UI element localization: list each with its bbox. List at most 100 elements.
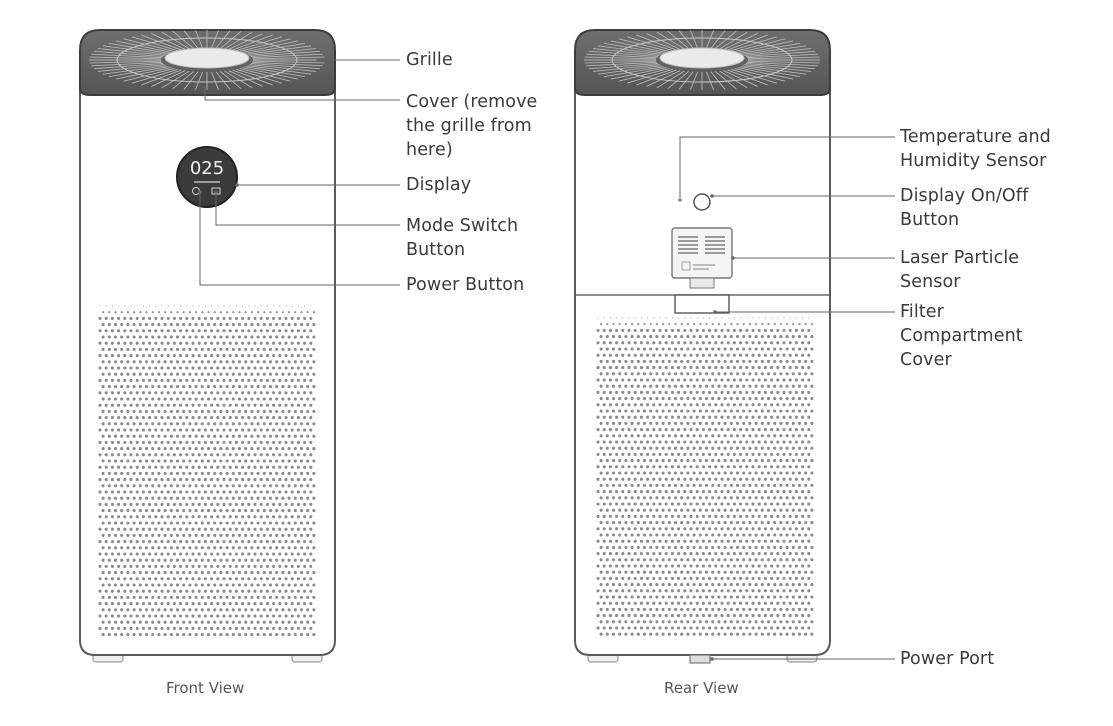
intake-dot bbox=[763, 415, 767, 419]
intake-dot bbox=[633, 390, 637, 394]
intake-dot bbox=[281, 509, 285, 513]
intake-dot bbox=[188, 397, 192, 401]
intake-dot bbox=[253, 564, 257, 568]
grille-ray bbox=[89, 56, 162, 60]
intake-dot bbox=[664, 552, 668, 556]
intake-dot bbox=[104, 329, 108, 333]
intake-dot bbox=[763, 452, 767, 456]
intake-dot bbox=[278, 341, 282, 345]
intake-dot bbox=[281, 608, 285, 612]
intake-dot bbox=[222, 577, 226, 581]
intake-dot bbox=[599, 595, 603, 599]
intake-dot bbox=[191, 564, 195, 568]
grille-ray bbox=[224, 70, 253, 89]
intake-dot bbox=[197, 316, 201, 320]
intake-dot bbox=[599, 521, 603, 525]
intake-dot bbox=[253, 465, 257, 469]
intake-dot bbox=[213, 583, 217, 587]
intake-dot bbox=[185, 403, 189, 407]
intake-dot bbox=[256, 360, 260, 364]
intake-dot bbox=[618, 607, 622, 611]
intake-dot bbox=[203, 378, 207, 382]
intake-dot bbox=[219, 471, 223, 475]
intake-dot bbox=[129, 502, 133, 506]
intake-dot bbox=[794, 527, 798, 531]
intake-dot bbox=[179, 552, 183, 556]
intake-dot bbox=[157, 385, 161, 389]
intake-dot bbox=[661, 570, 665, 574]
intake-dot bbox=[98, 403, 102, 407]
intake-dot bbox=[748, 558, 752, 562]
intake-dot bbox=[281, 558, 285, 562]
intake-dot bbox=[247, 478, 251, 482]
intake-dot bbox=[241, 564, 245, 568]
intake-dot bbox=[810, 372, 814, 376]
intake-dot bbox=[234, 416, 238, 420]
intake-dot bbox=[633, 341, 637, 345]
intake-dot bbox=[692, 508, 696, 512]
intake-dot bbox=[804, 372, 808, 376]
sensor-vent bbox=[678, 248, 698, 250]
intake-dot bbox=[265, 577, 269, 581]
intake-dot bbox=[175, 459, 180, 463]
grille-ray bbox=[252, 53, 323, 59]
intake-dot bbox=[175, 595, 180, 599]
intake-dot bbox=[101, 434, 105, 438]
intake-dot bbox=[206, 620, 211, 624]
intake-dot bbox=[290, 577, 294, 581]
intake-dot bbox=[110, 440, 114, 444]
intake-dot bbox=[290, 329, 294, 333]
intake-dot bbox=[680, 359, 684, 363]
intake-dot bbox=[145, 311, 148, 314]
intake-dot bbox=[265, 626, 269, 630]
intake-dot bbox=[135, 527, 139, 531]
intake-dot bbox=[608, 552, 612, 556]
intake-dot bbox=[788, 514, 792, 518]
grille-ray bbox=[245, 66, 306, 78]
intake-dot bbox=[299, 471, 304, 475]
intake-dot bbox=[608, 403, 612, 407]
intake-dot bbox=[262, 521, 266, 525]
intake-dot bbox=[197, 391, 201, 395]
intake-dot bbox=[175, 323, 180, 327]
grille-ray bbox=[228, 70, 263, 87]
intake-dot bbox=[757, 589, 761, 593]
intake-dot bbox=[234, 527, 238, 531]
intake-dot bbox=[711, 397, 715, 401]
intake-dot bbox=[284, 341, 288, 345]
intake-dot bbox=[810, 471, 814, 475]
intake-dot bbox=[272, 502, 276, 506]
sensor-vent bbox=[705, 248, 725, 250]
intake-dot bbox=[265, 428, 269, 432]
intake-dot bbox=[649, 545, 653, 549]
intake-dot bbox=[169, 459, 173, 463]
intake-dot bbox=[241, 391, 245, 395]
intake-dot bbox=[182, 409, 186, 413]
intake-dot bbox=[268, 347, 273, 351]
intake-dot bbox=[163, 595, 167, 599]
grille-ray bbox=[656, 70, 685, 89]
intake-dot bbox=[618, 533, 622, 537]
intake-dot bbox=[107, 323, 111, 327]
intake-dot bbox=[188, 372, 192, 376]
intake-dot bbox=[670, 552, 674, 556]
intake-dot bbox=[624, 335, 628, 339]
intake-dot bbox=[120, 546, 124, 550]
intake-dot bbox=[776, 341, 780, 345]
intake-dot bbox=[182, 360, 186, 364]
intake-dot bbox=[241, 378, 245, 382]
intake-dot bbox=[132, 385, 136, 389]
intake-dot bbox=[615, 502, 619, 506]
intake-dot bbox=[213, 484, 217, 488]
intake-dot bbox=[148, 391, 152, 395]
intake-dot bbox=[605, 545, 609, 549]
intake-dot bbox=[234, 453, 238, 457]
intake-dot bbox=[673, 409, 678, 413]
intake-dot bbox=[284, 354, 288, 358]
intake-dot bbox=[135, 453, 139, 457]
intake-dot bbox=[306, 372, 310, 376]
intake-dot bbox=[287, 484, 291, 488]
intake-dot bbox=[228, 354, 232, 358]
intake-dot bbox=[129, 341, 133, 345]
intake-dot bbox=[680, 521, 684, 525]
